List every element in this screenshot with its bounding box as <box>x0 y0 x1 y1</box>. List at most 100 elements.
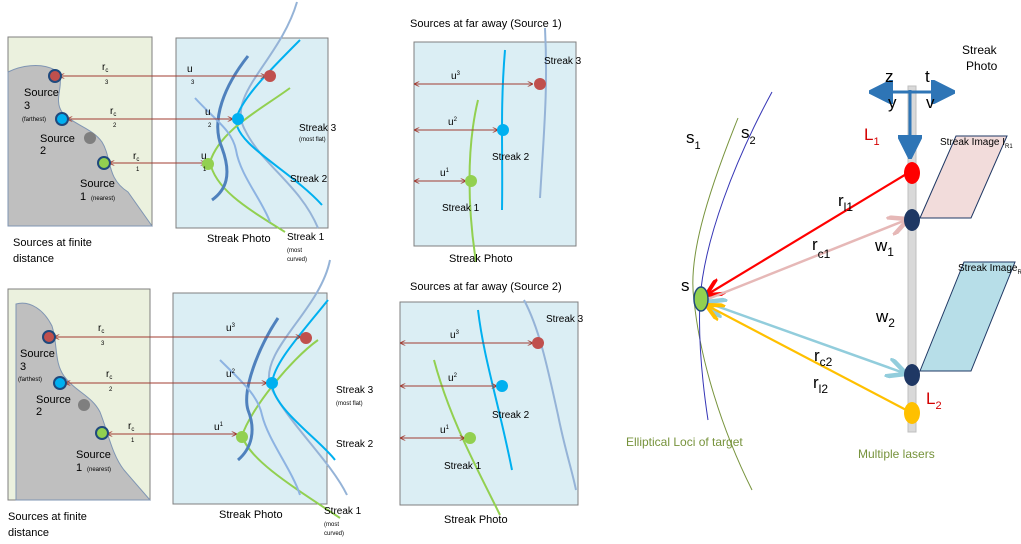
u3-label: u <box>187 64 193 75</box>
streak-3-label: Streak 3 <box>546 314 584 325</box>
sources-caption-line2: distance <box>13 253 54 265</box>
elliptical-loci-label: Elliptical Loci of target <box>626 435 743 449</box>
rc1-index: 1 <box>136 167 140 173</box>
streak-1-note-a: (most <box>324 522 339 528</box>
camera-point-w2 <box>904 364 920 386</box>
rc2-index: 2 <box>109 387 113 393</box>
streak-1-dot <box>465 175 477 187</box>
finite-bottom-panel: Source 3 (farthest) Source 2 Source 1 (n… <box>7 259 374 539</box>
streak-2-label: Streak 2 <box>336 439 374 450</box>
ray-r-l2 <box>708 306 911 413</box>
source-1-label: Source <box>76 449 111 461</box>
laser-rail <box>907 85 917 433</box>
rc1-label: rc <box>128 421 134 433</box>
u3-label: u3 <box>451 71 461 82</box>
w2-label: w2 <box>875 307 895 330</box>
streak-1-note-b: curved) <box>324 531 344 537</box>
streak-1-curve <box>433 359 501 516</box>
photo-caption: Streak Photo <box>444 514 508 526</box>
v-axis-label: v <box>926 93 935 112</box>
z-axis-label: z <box>885 67 894 86</box>
streak-3-curve <box>523 299 577 491</box>
w1-label: w1 <box>874 236 894 259</box>
streak-photo-panel <box>399 301 579 506</box>
streak-2-label: Streak 2 <box>492 410 530 421</box>
u3-label: u3 <box>450 330 460 341</box>
u2-label: u2 <box>226 369 236 380</box>
u1-index: 1 <box>203 167 207 173</box>
streak-1-label: Streak 1 <box>442 203 480 214</box>
camera-point-w1 <box>904 209 920 231</box>
rc1-index: 1 <box>131 438 135 444</box>
streak-3-curve <box>239 1 319 229</box>
u2-label: u2 <box>448 117 458 128</box>
rc2-label: rc <box>106 369 112 381</box>
ray-r-l1 <box>708 172 909 294</box>
source-1-note: (nearest) <box>87 467 111 473</box>
source-2-number: 2 <box>40 145 46 157</box>
streak-2-dot <box>232 113 244 125</box>
streak-3-note: (most flat) <box>336 401 363 407</box>
streak-1-note-b: curved) <box>287 257 307 263</box>
streak-photo-panel <box>172 292 328 505</box>
streak-photo-label-1: Streak <box>962 43 998 57</box>
streak-1-note-a: (most <box>287 248 302 254</box>
rc1-label: rc <box>133 151 139 163</box>
target-s-label: s <box>681 276 690 295</box>
rc2-index: 2 <box>113 123 117 129</box>
streak-3-label: Streak 3 <box>544 56 582 67</box>
source-1-dot <box>95 426 109 440</box>
r-c1-label: rc1 <box>812 235 831 261</box>
source-2-dot <box>53 376 67 390</box>
streak-image-2-label: Streak ImageR2 <box>958 263 1021 276</box>
source-2-dot <box>55 112 69 126</box>
sources-caption-line1: Sources at finite <box>13 237 92 249</box>
streak-light-curve <box>219 359 301 496</box>
sources-caption-line2: distance <box>8 527 49 539</box>
streak-light-curve <box>194 97 271 223</box>
streak-dark-curve <box>236 317 280 462</box>
target-point <box>693 286 709 312</box>
far-title: Sources at far away (Source 2) <box>410 281 562 293</box>
streak-3-curve <box>539 27 548 199</box>
streak-2-dot <box>496 380 508 392</box>
streak-image-1-label: Streak Image IR1 <box>940 137 1013 150</box>
r-l2-label: rl2 <box>813 373 828 396</box>
far-top-panel: Sources at far away (Source 1) u3 u2 u1 … <box>410 18 582 265</box>
u2-label: u2 <box>448 373 458 384</box>
streak-photo-panel <box>413 41 577 247</box>
streak-3-dot <box>264 70 276 82</box>
streak-3-dot <box>532 337 544 349</box>
gray-dot <box>78 399 90 411</box>
r-c2-label: rc2 <box>814 346 833 369</box>
streak-3-note: (most flat) <box>299 137 326 143</box>
u1-label: u1 <box>440 168 450 179</box>
u3-index: 3 <box>191 80 195 86</box>
source-2-number: 2 <box>36 406 42 418</box>
rc3-index: 3 <box>101 341 105 347</box>
rc2-label: rc <box>110 106 116 118</box>
source-3-label: Source <box>24 87 59 99</box>
rc3-label: rc <box>102 62 108 74</box>
streak-image-1 <box>919 135 1008 219</box>
streak-1-label: Streak 1 <box>287 232 325 243</box>
source-1-number: 1 <box>76 462 82 474</box>
source-3-number: 3 <box>24 100 30 112</box>
source-1-label: Source <box>80 178 115 190</box>
sources-caption-line1: Sources at finite <box>8 511 87 523</box>
rc3-index: 3 <box>105 80 109 86</box>
source-3-note: (farthest) <box>18 377 42 383</box>
u2-label: u <box>205 107 211 118</box>
streak-2-dot <box>266 377 278 389</box>
streak-photo-panel <box>175 37 329 229</box>
streak-3-label: Streak 3 <box>336 385 374 396</box>
streak-1-label: Streak 1 <box>324 506 362 517</box>
streak-1-dot <box>202 158 214 170</box>
streak-image-2 <box>919 261 1016 372</box>
t-axis-label: t <box>925 67 930 86</box>
u3-label: u3 <box>226 323 236 334</box>
source-2-label: Source <box>40 133 75 145</box>
ray-r-c1 <box>707 220 906 301</box>
locus-s2-curve <box>698 91 773 421</box>
